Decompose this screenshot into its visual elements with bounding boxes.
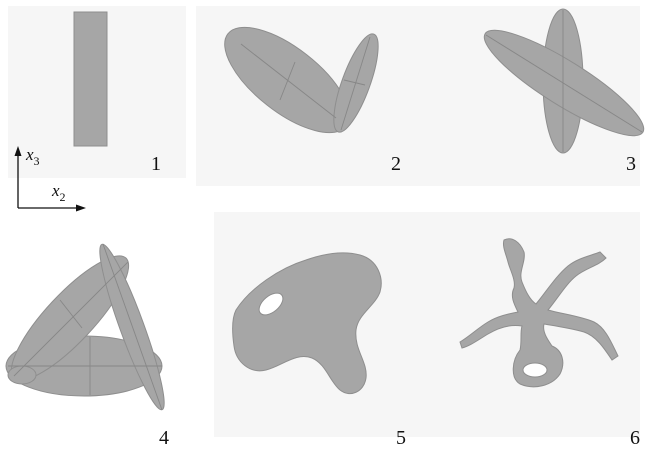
panel-2-label: 2 [391, 153, 401, 175]
panel-5-label: 5 [396, 427, 406, 449]
panel-1-label: 1 [151, 153, 161, 175]
hole-shape [523, 363, 547, 377]
bar-shape [74, 12, 107, 146]
panel-3-label: 3 [626, 153, 636, 175]
horizontal-axis-arrowhead [76, 205, 86, 212]
ellipse-tip [8, 366, 36, 384]
panel-4: 4 [0, 240, 173, 449]
horizontal-axis-label: x2 [51, 181, 66, 204]
panel-4-label: 4 [159, 427, 169, 449]
panel-6-label: 6 [630, 427, 640, 449]
